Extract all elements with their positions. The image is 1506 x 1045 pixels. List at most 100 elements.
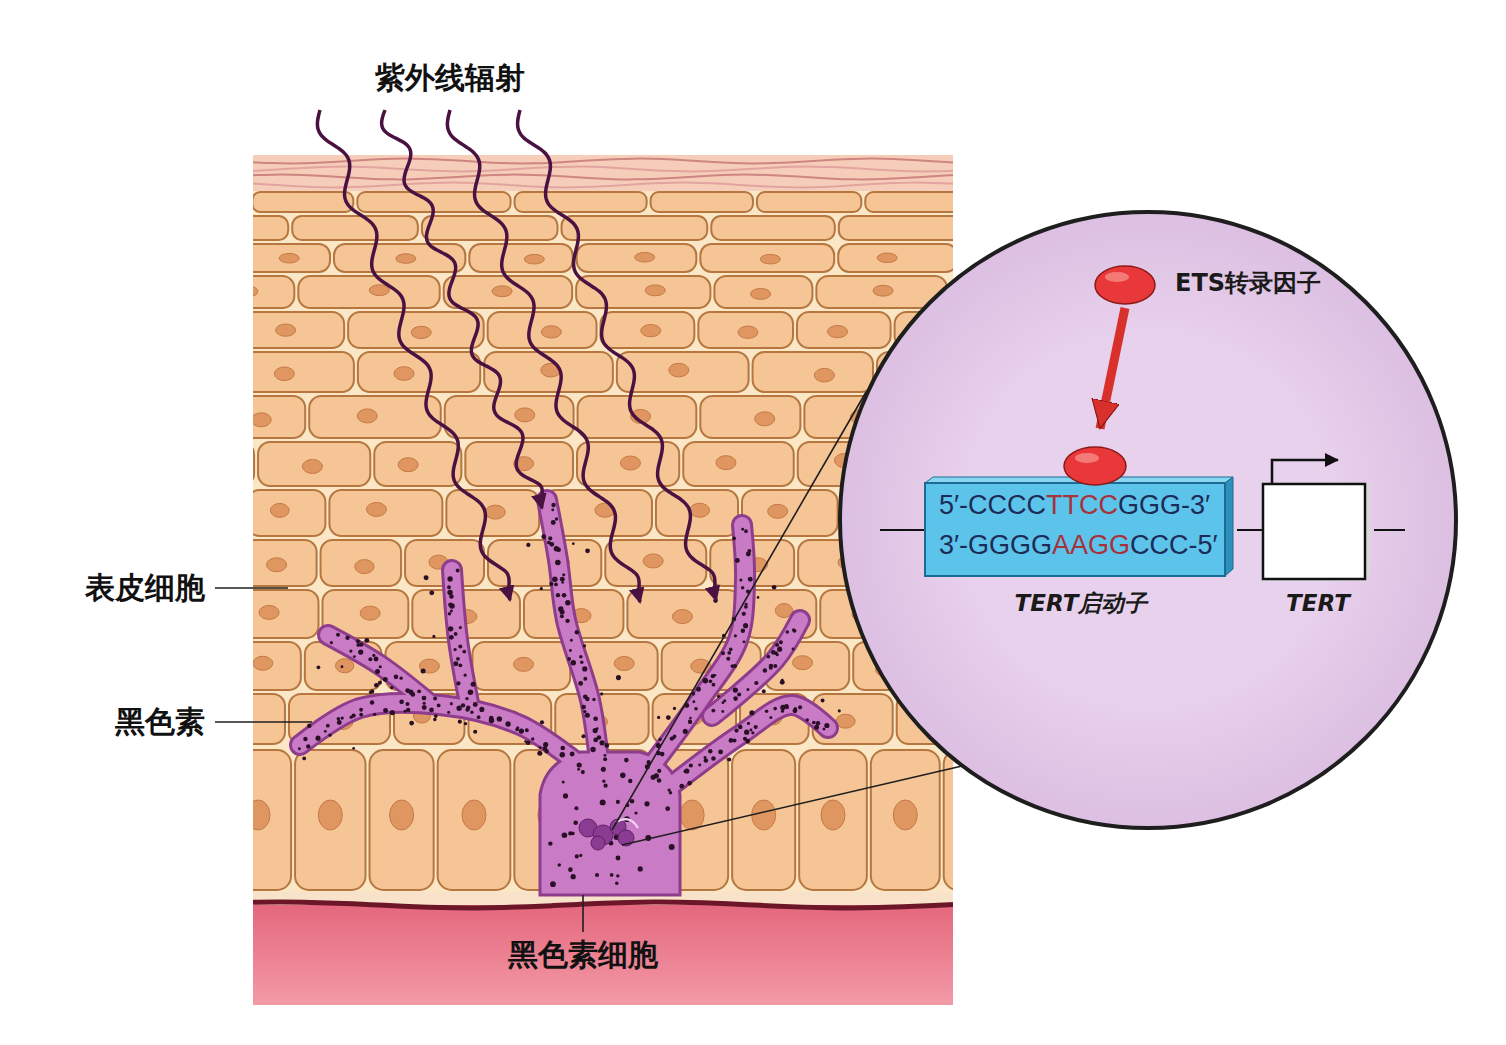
dendrite-outline — [547, 500, 600, 770]
melanin-granule — [349, 649, 352, 652]
cell-nucleus — [419, 659, 439, 673]
melanin-granule — [560, 577, 565, 582]
melanin-granule — [694, 707, 698, 711]
melanin-granule — [571, 874, 576, 879]
melanin-granule — [479, 707, 484, 712]
epidermal-cell — [374, 442, 461, 486]
melanin-granule — [447, 711, 450, 714]
melanin-granule — [689, 717, 692, 720]
melanin-granule — [353, 655, 356, 658]
ets-protein — [1095, 266, 1155, 304]
cell-nucleus — [411, 326, 431, 338]
melanin-granule — [328, 734, 331, 737]
epidermal-cell — [515, 192, 647, 212]
melanin-granule — [302, 757, 306, 761]
cell-nucleus — [760, 254, 780, 264]
melanin-granule — [638, 866, 643, 871]
melanin-granule — [448, 626, 453, 631]
melanin-granule — [704, 758, 709, 763]
epidermal-cell — [329, 490, 442, 536]
melanin-granule — [555, 561, 558, 564]
melanin-granule — [337, 720, 342, 725]
melanin-granule — [750, 729, 753, 732]
melanin-granule — [824, 723, 829, 728]
melanin-granule — [741, 528, 744, 531]
melanin-granule — [548, 841, 552, 845]
melanin-granule — [793, 708, 798, 713]
promoter-box: 5′-CCCCTTCCGGG-3′3′-GGGGAAGGCCC-5′TERT启动… — [925, 445, 1237, 617]
epidermal-cell — [253, 642, 301, 690]
epidermal-cell — [757, 192, 861, 212]
melanin-granule — [417, 689, 421, 693]
melanin-granule — [531, 737, 534, 740]
dna-connector — [1237, 529, 1262, 531]
melanin-granule — [373, 713, 376, 716]
melanin-granule — [687, 781, 692, 786]
melanin-granule — [792, 628, 795, 631]
melanocyte-body — [540, 752, 680, 895]
melanin-granule — [471, 682, 476, 687]
melanin-granule — [777, 647, 782, 652]
melanin-granule — [772, 585, 777, 590]
melanin-granule — [574, 806, 578, 810]
melanin-granule — [732, 536, 736, 540]
cell-nucleus — [524, 254, 544, 264]
melanin-granule — [644, 801, 649, 806]
melanin-granule — [458, 720, 462, 724]
melanin-granule — [570, 639, 573, 642]
melanin-granule — [579, 655, 583, 659]
cell-nucleus — [751, 288, 771, 299]
cell-nucleus — [318, 800, 342, 830]
leader-line — [215, 721, 312, 723]
melanin-granule — [742, 612, 746, 616]
leader-line — [582, 895, 584, 932]
melanin-granule — [593, 728, 598, 733]
dendrite — [672, 705, 828, 785]
leader-line — [622, 766, 962, 845]
melanin-granule — [568, 831, 572, 835]
cell-nucleus — [398, 458, 418, 472]
melanin-granule — [352, 747, 355, 750]
cell-nucleus — [738, 326, 758, 338]
cell-nucleus — [768, 504, 788, 518]
epidermal-cell — [253, 352, 354, 392]
melanin-granule — [739, 578, 742, 581]
melanin-granule — [390, 710, 395, 715]
cell-nucleus — [360, 606, 380, 620]
melanin-granule — [552, 577, 558, 583]
cell-nucleus — [274, 367, 294, 381]
nucleus-highlight — [616, 819, 638, 828]
melanin-granule — [465, 697, 468, 700]
melanin-granule — [781, 710, 784, 713]
melanin-granule — [745, 603, 748, 606]
melanin-granule — [601, 767, 606, 772]
melanin-granule — [689, 763, 693, 767]
promoter-side-face — [1225, 477, 1233, 576]
epidermal-cell — [562, 216, 708, 240]
melanin-granule — [749, 710, 754, 715]
cell-nucleus — [253, 286, 258, 297]
melanin-granule — [570, 752, 575, 757]
melanin-granule — [744, 529, 748, 533]
melanin-granule — [616, 855, 621, 860]
melanin-granule — [470, 710, 473, 713]
gene-box: TERT — [1262, 483, 1374, 615]
melanin-granule — [573, 821, 578, 826]
epidermal-cell — [742, 490, 838, 536]
melanin-granule — [461, 703, 465, 707]
melanin-granule — [615, 881, 619, 885]
melanin-granule — [718, 750, 723, 755]
melanin-granule — [590, 747, 595, 752]
part-label: 黑色素 — [20, 704, 205, 740]
melanin-granule — [378, 681, 382, 685]
epidermal-cell — [700, 396, 800, 438]
melanin-granule — [735, 558, 740, 563]
melanin-granule — [624, 758, 629, 763]
melanin-granule — [336, 633, 340, 637]
melanin-granule — [679, 784, 684, 789]
epidermal-cell — [253, 396, 305, 438]
melanin-granule — [754, 725, 758, 729]
epidermal-cell — [253, 244, 330, 272]
cell-nucleus — [755, 412, 775, 426]
cell-nucleus — [302, 459, 322, 473]
